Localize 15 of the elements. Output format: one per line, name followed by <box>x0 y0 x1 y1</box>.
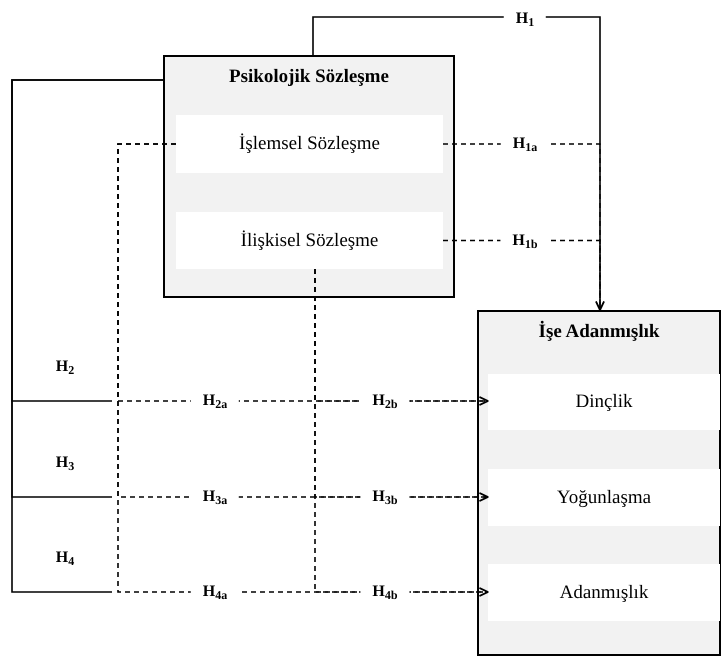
item-label: Yoğunlaşma <box>556 486 652 510</box>
group-box <box>163 55 455 298</box>
group-heading: Psikolojik Sözleşme <box>228 65 390 89</box>
item-box <box>488 469 720 526</box>
item-label: İlişkisel Sözleşme <box>240 228 378 252</box>
dashed-arrow <box>314 269 489 597</box>
item-label: Adanmışlık <box>560 580 648 604</box>
item-box <box>488 374 720 430</box>
item-box <box>488 564 720 621</box>
item-box <box>176 212 443 269</box>
item-box <box>176 115 443 173</box>
item-label: Dinçlik <box>576 390 632 414</box>
item-label: İşlemsel Sözleşme <box>239 132 380 156</box>
group-heading: İşe Adanmışlık <box>538 320 660 344</box>
group-box <box>477 310 721 656</box>
